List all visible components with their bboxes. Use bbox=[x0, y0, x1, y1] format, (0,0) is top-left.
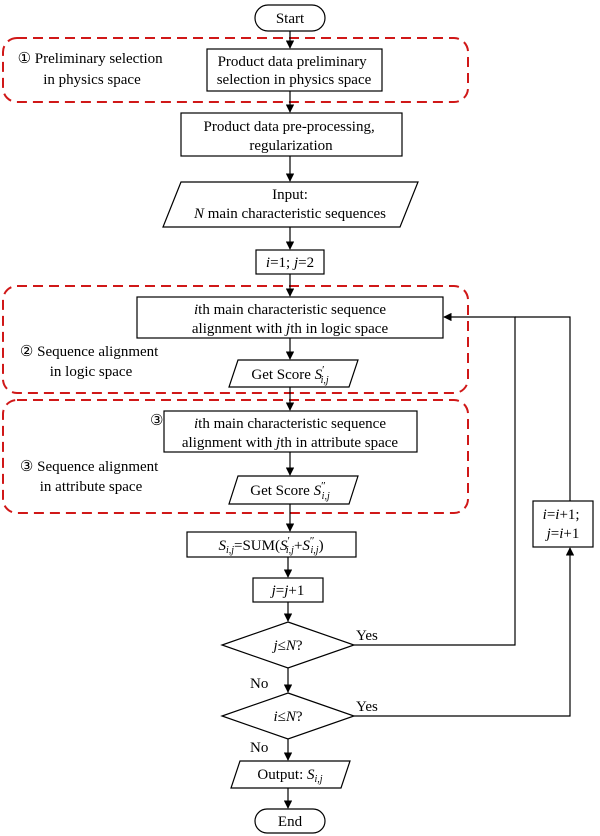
region1-label: ① Preliminary selection in physics space bbox=[18, 51, 167, 88]
no-label-i: No bbox=[250, 740, 268, 756]
end-label: End bbox=[278, 814, 303, 830]
j-increment-text: j=j+1 bbox=[270, 583, 305, 599]
decision-i-text: i≤N? bbox=[273, 709, 302, 725]
init-box bbox=[255, 249, 325, 275]
attribute-alignment-line2: alignment with jth in attribute space bbox=[182, 435, 399, 451]
output-parallelogram bbox=[230, 760, 351, 789]
region-physics-space bbox=[2, 37, 469, 103]
preliminary-selection-text: Product data preliminary selection in ph… bbox=[217, 54, 372, 88]
update-to-loop bbox=[515, 316, 571, 501]
input-line1: Input: bbox=[272, 187, 308, 203]
region2-label: ② Sequence alignment in logic space bbox=[20, 344, 162, 380]
score-logic-text: Get Score S′i,j bbox=[251, 364, 328, 386]
start-label: Start bbox=[276, 11, 305, 27]
input-line2: N main characteristic sequences bbox=[193, 206, 386, 222]
preliminary-selection-box bbox=[206, 48, 383, 92]
sum-text: Si,j=SUM(S′i,j+S″i,j) bbox=[218, 535, 323, 556]
logic-alignment-line2: alignment with jth in logic space bbox=[192, 321, 389, 337]
region3-marker: ③ bbox=[150, 413, 163, 429]
region-logic-space bbox=[2, 285, 469, 394]
input-parallelogram bbox=[162, 181, 419, 228]
attribute-alignment-box bbox=[163, 410, 418, 453]
end-terminal bbox=[254, 808, 326, 834]
loop-j-yes bbox=[354, 312, 516, 646]
preprocessing-box bbox=[180, 112, 403, 157]
decision-j-text: j≤N? bbox=[271, 638, 302, 654]
score-logic-parallelogram bbox=[228, 359, 359, 388]
score-attribute-parallelogram bbox=[228, 475, 359, 505]
yes-label-j: Yes bbox=[356, 628, 378, 644]
preprocessing-text: Product data pre-processing, regularizat… bbox=[204, 119, 379, 154]
update-text: i=i+1; j=i+1 bbox=[543, 507, 584, 542]
output-text: Output: Si,j bbox=[257, 767, 322, 785]
score-attribute-text: Get Score S″i,j bbox=[250, 480, 330, 502]
init-text: i=1; j=2 bbox=[266, 255, 314, 271]
region3-label: ③ Sequence alignment in attribute space bbox=[20, 459, 162, 495]
update-box bbox=[532, 500, 594, 548]
attribute-alignment-line1: ith main characteristic sequence bbox=[194, 416, 386, 432]
region-attribute-space bbox=[2, 399, 469, 514]
yes-label-i: Yes bbox=[356, 699, 378, 715]
logic-alignment-line1: ith main characteristic sequence bbox=[194, 302, 386, 318]
loop-i-yes bbox=[354, 547, 575, 717]
no-label-j: No bbox=[250, 676, 268, 692]
logic-alignment-box bbox=[136, 296, 444, 339]
sum-box bbox=[186, 531, 357, 558]
